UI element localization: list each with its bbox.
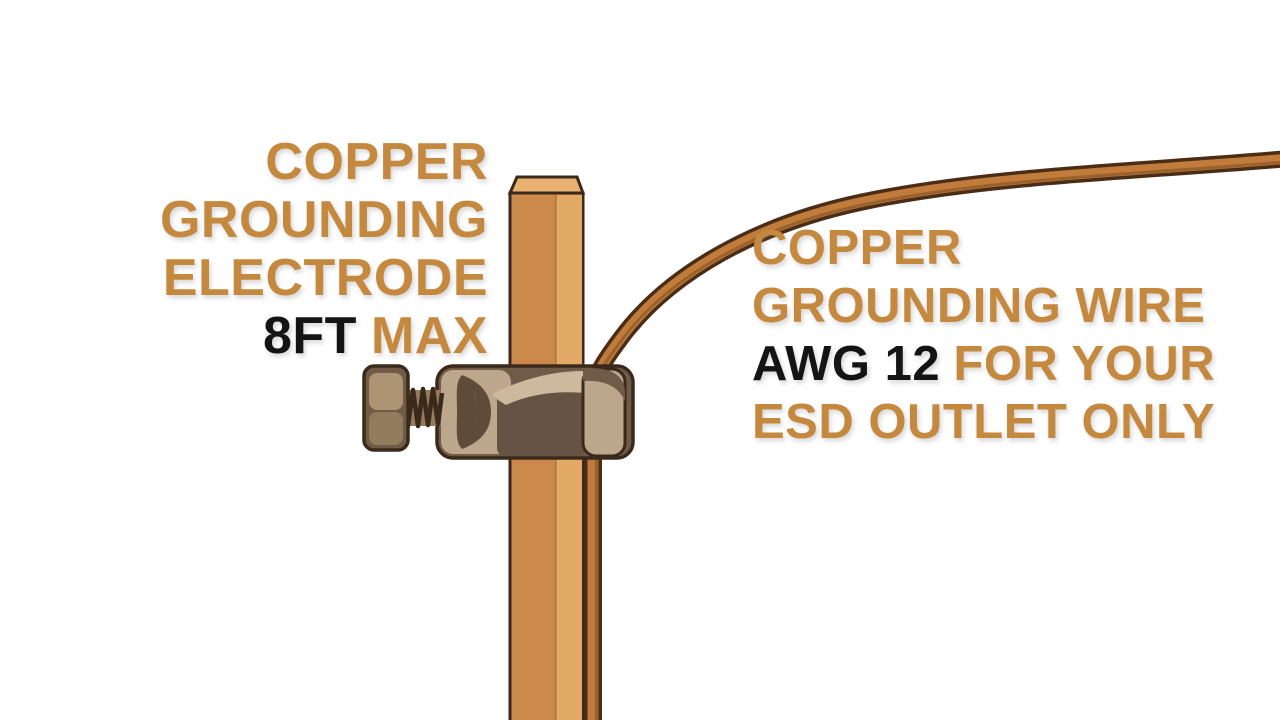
wire-label-text1: COPPER [752, 221, 962, 275]
grounding-wire-lower [584, 438, 602, 720]
electrode-label-line1: COPPER [40, 133, 488, 191]
clamp-left-shadow-crescent [456, 375, 491, 449]
bolt-head-lower-facet [369, 412, 403, 445]
grounding-wire-upper [584, 150, 1280, 395]
clamp-front-band [497, 389, 587, 456]
acorn-clamp [435, 364, 635, 460]
wire-label-highlight: AWG 12 [752, 337, 941, 391]
electrode-label-line3: ELECTRODE [40, 249, 488, 307]
electrode-label-text4: MAX [370, 307, 488, 365]
wire-label-text3: FOR YOUR [953, 337, 1216, 391]
wire-label-text2: GROUNDING WIRE [752, 279, 1206, 333]
wire-label-line4: ESD OUTLET ONLY [752, 393, 1215, 451]
electrode-label-highlight: 8FT [262, 307, 357, 365]
electrode-label-text2: GROUNDING [159, 191, 488, 249]
electrode-label-text1: COPPER [265, 133, 488, 191]
clamp-mouth-lip [492, 370, 587, 405]
wire-shading-line [591, 160, 1280, 391]
wire-label-line1: COPPER [752, 219, 1215, 277]
bolt-head-upper-facet [369, 373, 403, 410]
clamp-end-cap-rim [583, 367, 625, 401]
wire-label-text4: ESD OUTLET ONLY [752, 395, 1216, 449]
electrode-label-line2: GROUNDING [40, 191, 488, 249]
clamp-end-cap [581, 367, 627, 458]
clamp-bolt [362, 364, 445, 452]
wire-label-line2: GROUNDING WIRE [752, 277, 1215, 335]
wire-body [588, 154, 1280, 391]
electrode-label-text3: ELECTRODE [162, 249, 488, 307]
rod-bevel-top [507, 175, 586, 195]
